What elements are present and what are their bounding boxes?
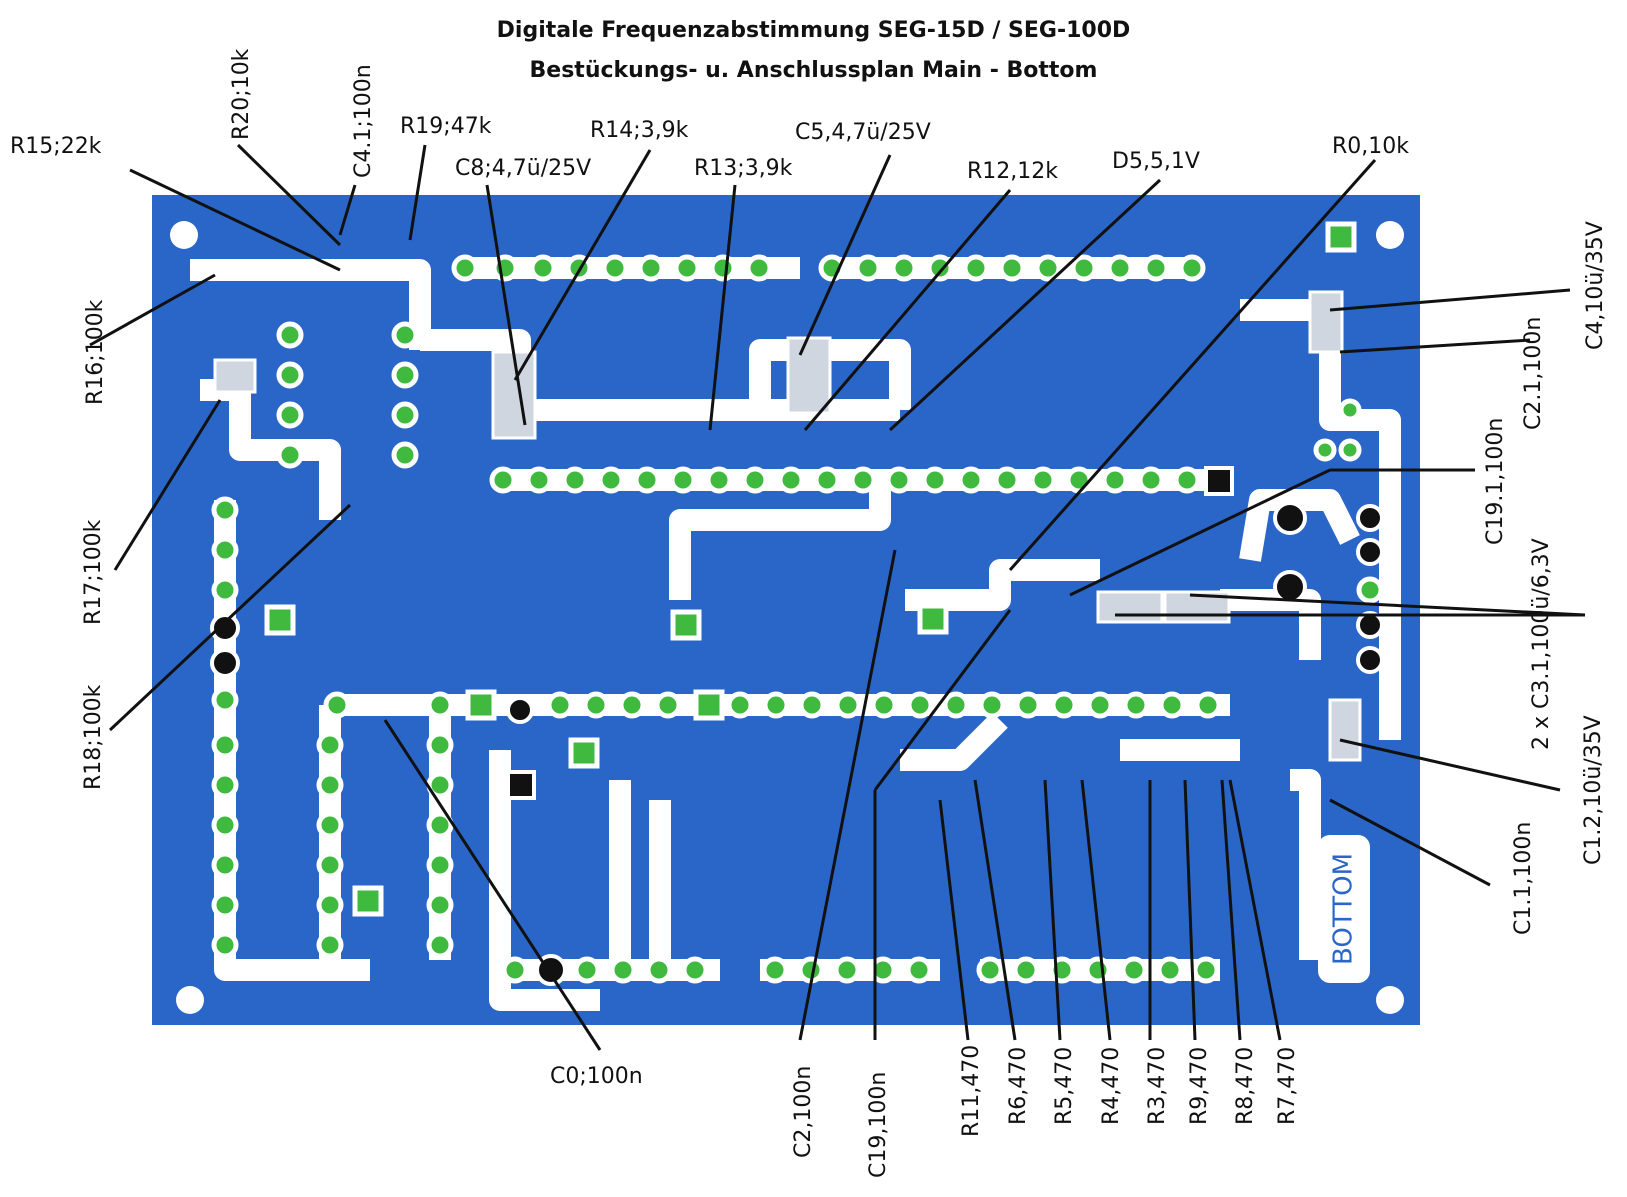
label-c41: C4.1;100n — [351, 64, 376, 178]
label-c0: C0;100n — [550, 1064, 643, 1089]
label-c19: C19,100n — [866, 1072, 891, 1178]
label-r17: R17;100k — [81, 519, 106, 625]
label-r8: R8,470 — [1233, 1047, 1258, 1125]
bottom-marking-box — [1318, 835, 1370, 983]
board-marking: BOTTOM — [1329, 853, 1359, 965]
square-pads — [264, 221, 1357, 917]
label-r0: R0,10k — [1332, 134, 1409, 159]
label-r6: R6,470 — [1006, 1047, 1031, 1125]
smd-components — [213, 290, 1362, 762]
label-r13: R13;3,9k — [694, 156, 793, 181]
label-r11: R11,470 — [959, 1045, 984, 1137]
label-c2: C2,100n — [791, 1066, 816, 1158]
label-c21: C2.1,100n — [1521, 317, 1546, 430]
label-r5: R5,470 — [1052, 1047, 1077, 1125]
label-c8: C8;4,7ü/25V — [455, 156, 591, 181]
label-c191: C19.1,100n — [1483, 418, 1508, 545]
label-c5: C5,4,7ü/25V — [795, 120, 931, 145]
mounting-holes — [170, 221, 1404, 1014]
label-c12: C1.2,10ü/35V — [1581, 715, 1606, 865]
label-c11: C1.1,100n — [1511, 822, 1536, 935]
label-r19: R19;47k — [400, 114, 492, 139]
pad-rows — [211, 254, 1384, 984]
component-labels: R15;22k R20;10k C4.1;100n R19;47k R14;3,… — [10, 48, 1608, 1178]
black-pads — [210, 466, 1384, 986]
label-c4: C4,10ü/35V — [1583, 221, 1608, 350]
label-r12: R12,12k — [967, 159, 1058, 184]
label-r3: R3,470 — [1145, 1047, 1170, 1125]
diagram-subtitle: Bestückungs- u. Anschlussplan Main - Bot… — [529, 58, 1098, 83]
label-r20: R20;10k — [229, 48, 254, 140]
leader-lines — [89, 143, 1586, 1051]
label-d5: D5,5,1V — [1112, 149, 1200, 174]
label-r18: R18;100k — [81, 684, 106, 790]
label-r7: R7,470 — [1275, 1047, 1300, 1125]
label-r4: R4,470 — [1099, 1047, 1124, 1125]
diagram-title: Digitale Frequenzabstimmung SEG-15D / SE… — [496, 18, 1131, 43]
label-r16: R16;100k — [83, 299, 108, 405]
label-c31: 2 x C3.1,100ü/6,3V — [1529, 538, 1554, 750]
label-r9: R9,470 — [1187, 1047, 1212, 1125]
label-r15: R15;22k — [10, 134, 102, 159]
label-r14: R14;3,9k — [590, 118, 689, 143]
